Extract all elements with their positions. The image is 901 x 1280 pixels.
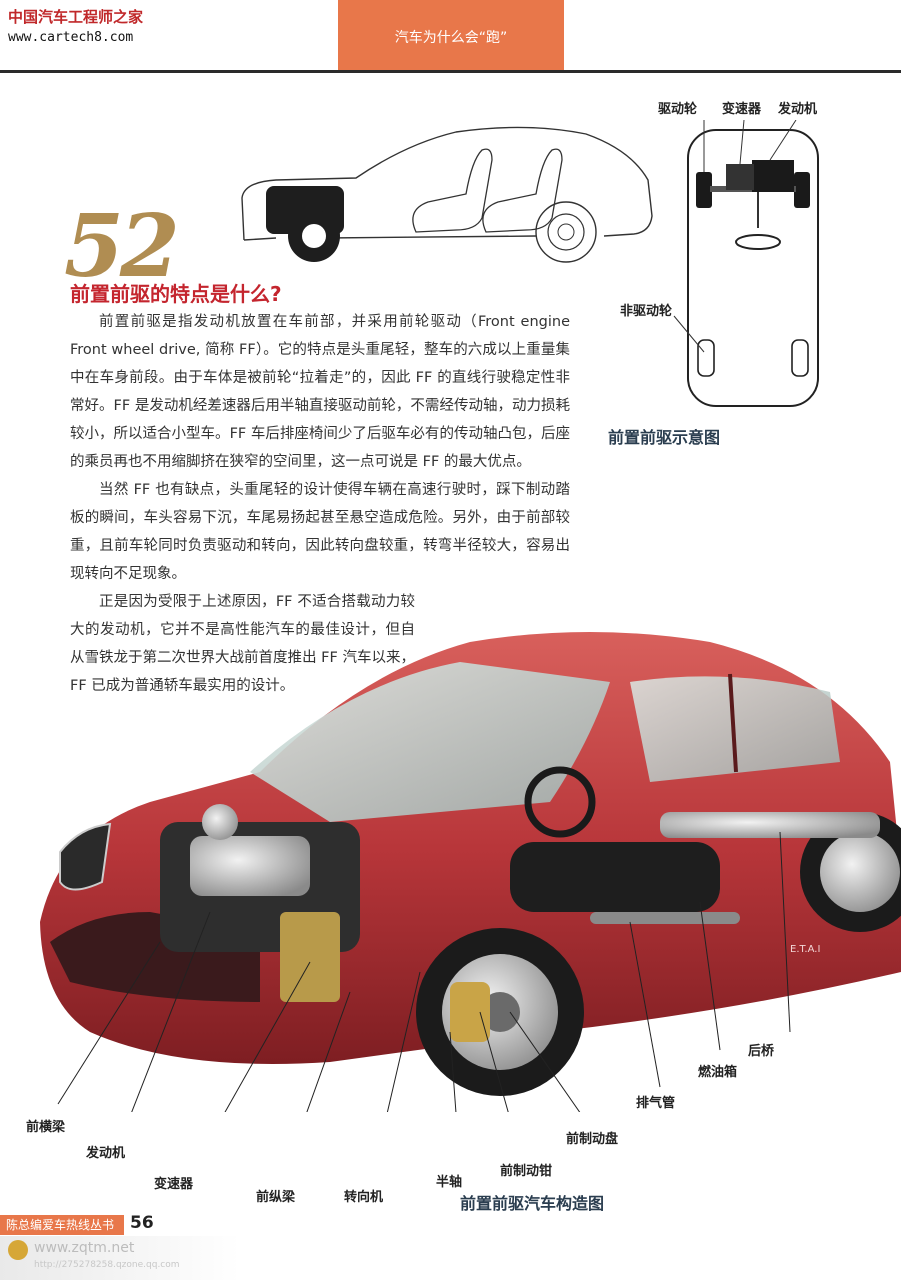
leader-transmission xyxy=(739,120,745,165)
front-seat-sketch xyxy=(412,148,493,233)
schematic-caption: 前置前驱示意图 xyxy=(608,428,721,447)
rear-left-wheel xyxy=(697,339,715,377)
steering-wheel-3d xyxy=(524,766,596,838)
part-label-brake-caliper: 前制动钳 xyxy=(500,1164,553,1179)
rear-seat-sketch xyxy=(482,148,563,233)
leader-engine xyxy=(769,120,797,161)
fuel-tank xyxy=(510,842,720,912)
paragraph-2: 当然 FF 也有缺点，头重尾轻的设计使得车辆在高速行驶时，踩下制动踏板的瞬间，车… xyxy=(70,482,570,582)
car-side-outline xyxy=(241,126,653,241)
part-label-front-crossmember: 前横梁 xyxy=(26,1120,66,1135)
watermark-url: www.zqtm.net xyxy=(34,1240,135,1256)
paragraph-3: 正是因为受限于上述原因，FF 不适合搭载动力较大的发动机，它并不是高性能汽车的最… xyxy=(70,594,415,694)
part-label-rear-axle: 后桥 xyxy=(748,1044,775,1059)
section-tab: 汽车为什么会“跑” xyxy=(338,0,564,70)
engine-box xyxy=(752,160,794,192)
artist-mark: E.T.A.I xyxy=(790,944,820,955)
label-transmission: 变速器 xyxy=(722,102,762,117)
watermark-sub-url: http://275278258.qzone.qq.com xyxy=(34,1260,180,1270)
windshield xyxy=(250,662,610,822)
transmission-box xyxy=(726,164,754,190)
rear-axle-beam xyxy=(660,812,880,838)
part-label-exhaust: 排气管 xyxy=(636,1096,676,1111)
label-drive-wheel: 驱动轮 xyxy=(658,102,698,117)
part-label-half-shaft: 半轴 xyxy=(436,1175,463,1190)
watermark-logo-icon xyxy=(8,1240,28,1260)
part-label-brake-disc: 前制动盘 xyxy=(566,1132,619,1147)
front-right-wheel xyxy=(794,172,810,208)
part-label-fuel-tank: 燃油箱 xyxy=(698,1065,738,1080)
car-cutaway-illustration: E.T.A.I xyxy=(40,632,901,1112)
headlight xyxy=(59,822,112,891)
page-number: 56 xyxy=(130,1213,154,1233)
chapter-number: 52 xyxy=(64,196,180,297)
body-text: 前置前驱是指发动机放置在车前部，并采用前轮驱动（Front engine Fro… xyxy=(70,308,570,700)
front-left-wheel xyxy=(696,172,712,208)
paragraph-1: 前置前驱是指发动机放置在车前部，并采用前轮驱动（Front engine Fro… xyxy=(70,314,570,470)
site-url: www.cartech8.com xyxy=(8,30,134,45)
part-label-engine: 发动机 xyxy=(86,1146,126,1161)
header-rule xyxy=(0,70,901,73)
site-logo: 中国汽车工程师之家 xyxy=(8,8,144,26)
car-body-outline xyxy=(687,129,819,407)
part-label-front-subframe: 前纵梁 xyxy=(256,1190,296,1205)
car-side-sketch xyxy=(241,126,653,263)
cutaway-caption: 前置前驱汽车构造图 xyxy=(460,1194,605,1213)
part-label-transmission: 变速器 xyxy=(154,1177,194,1192)
label-engine: 发动机 xyxy=(778,102,818,117)
part-label-steering: 转向机 xyxy=(344,1190,384,1205)
series-name-bar: 陈总编爱车热线丛书 xyxy=(0,1215,124,1235)
series-name: 陈总编爱车热线丛书 xyxy=(6,1218,115,1232)
ff-schematic xyxy=(673,120,819,407)
footer-watermark-band xyxy=(0,1236,240,1280)
leader-non-drive xyxy=(673,315,705,353)
steering-wheel xyxy=(735,234,781,250)
rear-right-wheel xyxy=(791,339,809,377)
section-tab-label: 汽车为什么会“跑” xyxy=(394,30,508,46)
exhaust-pipe xyxy=(590,912,740,924)
engine-cover xyxy=(190,836,310,896)
section-title: 前置前驱的特点是什么? xyxy=(70,282,282,306)
label-non-drive-wheel: 非驱动轮 xyxy=(620,304,673,319)
